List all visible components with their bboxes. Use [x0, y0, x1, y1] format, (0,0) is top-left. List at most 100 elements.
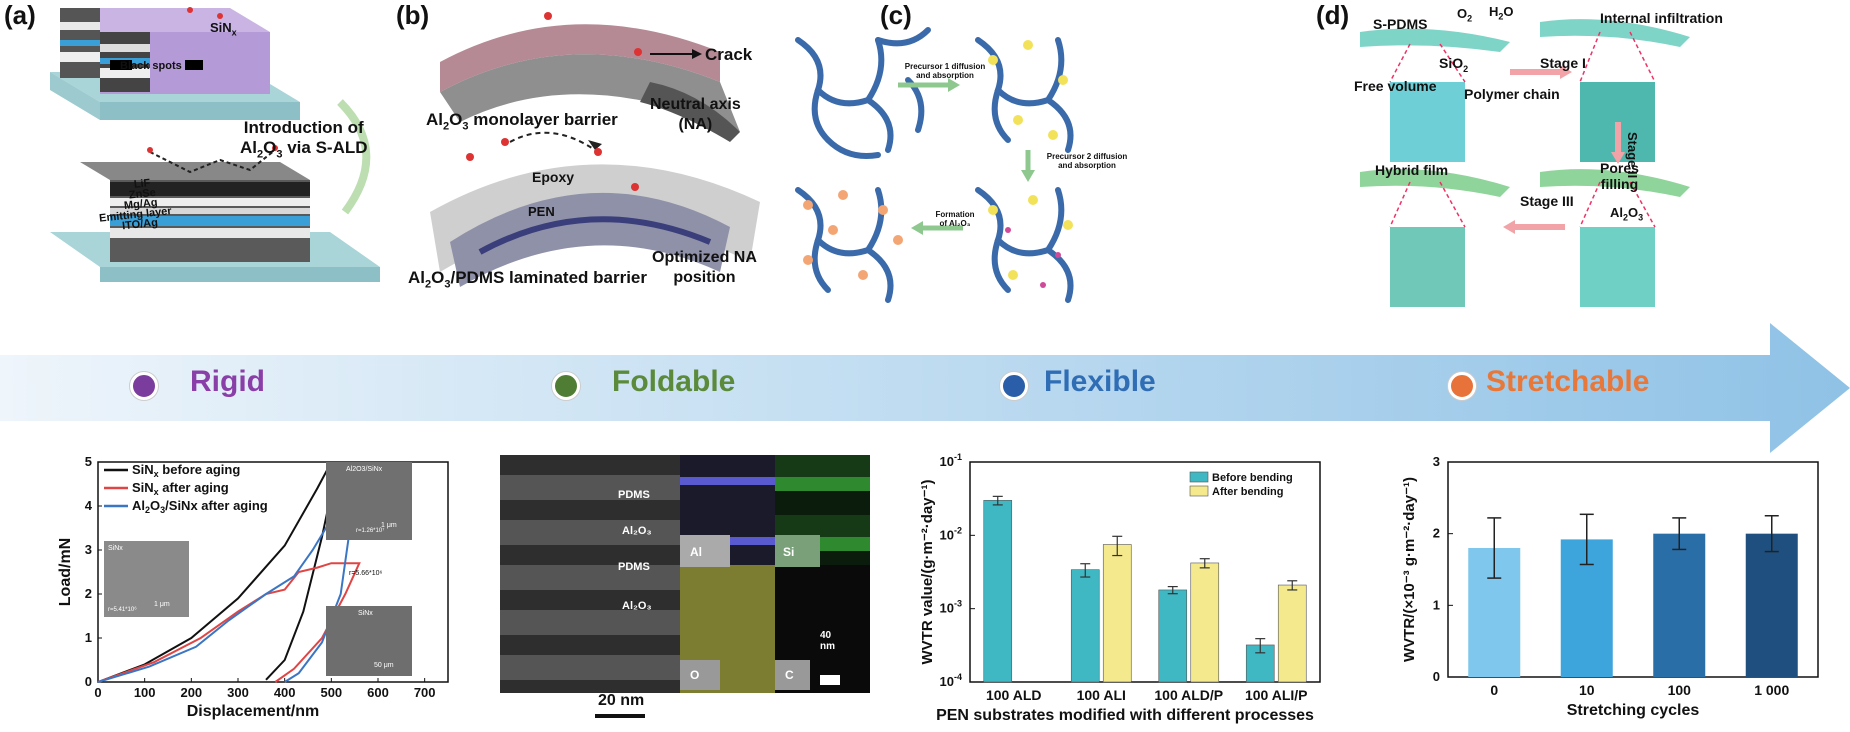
y-tick-label: 10-4 [940, 672, 962, 689]
x-tick-label: 300 [227, 685, 249, 700]
rigid-dot [130, 372, 158, 400]
plot-frame [97, 461, 449, 683]
tem-layer-label: PDMS [618, 561, 650, 573]
sio2-label: SiO2 [1439, 55, 1469, 74]
x-tick-label: 700 [414, 685, 436, 700]
polymer-chain-label: Polymer chain [1464, 86, 1560, 102]
x-tick-label: 100 ALI/P [1245, 687, 1308, 703]
scale-bar-inner [820, 675, 840, 685]
panel-label-a: (a) [4, 0, 36, 30]
element-tile-o: O [680, 660, 720, 690]
inset-al2o3-sinx: Al2O3/SiNx 1 μm r=1.26*10⁷ [326, 462, 412, 540]
x-tick-label: 100 ALI [1077, 687, 1126, 703]
inset-note-3: r=5.66*10⁶ [349, 570, 383, 577]
y-tick-label: 10-1 [940, 452, 962, 469]
y-tick-label: 10-2 [940, 525, 962, 542]
layer-stack-labels: LiF ZnSe Mg/Ag Emitting layer ITO/Ag [96, 176, 174, 233]
stage3-label: Stage III [1520, 193, 1574, 209]
inset-title: Al2O3/SiNx [346, 466, 383, 473]
y-axis-label: WVTR/(×10⁻³ g·m⁻²·day⁻¹) [1401, 477, 1418, 662]
foldable-dot [552, 372, 580, 400]
y-tick-label: 3 [85, 542, 92, 557]
panel-label-b: (b) [396, 0, 430, 30]
category-foldable: Foldable [612, 365, 736, 398]
category-rigid: Rigid [190, 365, 265, 398]
y-axis-label: Load/mN [57, 538, 74, 606]
bar-before-bending [1158, 589, 1188, 683]
x-tick-label: 0 [94, 685, 101, 700]
y-tick-label: 1 [1433, 597, 1440, 612]
panel-a-illustration [50, 7, 380, 282]
crack-label: Crack [705, 45, 753, 64]
x-axis-label: Stretching cycles [1567, 702, 1700, 719]
laminated-label: Al2O3/PDMS laminated barrier [408, 268, 647, 291]
y-tick-label: 0 [85, 674, 92, 689]
bar-after-bending [1190, 562, 1220, 683]
y-tick-label: 5 [85, 454, 92, 469]
panel-d-illustration [1360, 19, 1690, 307]
scale-inner-label: 40 nm [820, 630, 835, 652]
bar-after-bending [1277, 584, 1307, 683]
tem-layer-label: Al₂O₃ [622, 525, 652, 537]
tem-layer-label: Al₂O₃ [622, 600, 652, 612]
y-tick-label: 2 [85, 586, 92, 601]
epoxy-label: Epoxy [532, 169, 575, 185]
pen-label: PEN [528, 204, 555, 219]
element-tile-c: C [775, 660, 810, 690]
category-stretchable: Stretchable [1486, 365, 1650, 398]
bar [1745, 533, 1798, 677]
x-tick-label: 10 [1579, 682, 1595, 698]
legend-label: SiNx before aging [132, 462, 240, 479]
plot-frame [1447, 461, 1819, 678]
x-axis-label: PEN substrates modified with different p… [936, 707, 1314, 724]
plot-frame [969, 461, 1321, 683]
stretchable-dot [1448, 372, 1476, 400]
inset-sinx-1: SiNx 1 μm r=5.41*10⁶ [104, 541, 189, 617]
al2o3-label-d: Al2O3 [1610, 205, 1644, 223]
intro-label: Introduction of Al2O3 via S-ALD [240, 118, 368, 161]
h2o-label: H2O [1489, 4, 1514, 22]
tem-base [500, 455, 680, 693]
legend-swatch [1189, 485, 1209, 497]
timeline-arrow [0, 323, 1850, 453]
stage1-label: Stage I [1540, 55, 1586, 71]
bar-after-bending [1102, 544, 1132, 683]
category-flexible: Flexible [1044, 365, 1156, 398]
neutral-axis-label: Neutral axis(NA) [650, 96, 741, 133]
x-tick-label: 500 [320, 685, 342, 700]
legend-swatch [1189, 471, 1209, 483]
o2-label: O2 [1457, 6, 1473, 24]
black-spots-label: Black spots [120, 60, 182, 72]
inset-title: SiNx [358, 610, 373, 617]
bar-before-bending [1070, 569, 1100, 683]
y-tick-label: 4 [85, 498, 93, 513]
series-line-0 [97, 469, 338, 683]
panel-label-c: (c) [880, 0, 912, 30]
element-tile-si: Si [775, 535, 820, 567]
hybrid-film-label: Hybrid film [1375, 162, 1449, 178]
inset-scale: 1 μm [381, 522, 397, 529]
inset-scale: 50 μm [374, 662, 394, 669]
monolayer-label: Al2O3 monolayer barrier [426, 110, 618, 133]
x-tick-label: 100 [134, 685, 156, 700]
bar-before-bending [983, 500, 1013, 683]
internal-infiltration-label: Internal infiltration [1600, 10, 1723, 26]
inset-note: r=5.41*10⁶ [108, 607, 137, 613]
y-tick-label: 0 [1433, 669, 1440, 684]
y-axis-label: WVTR value/(g·m⁻²·day⁻¹) [919, 479, 936, 664]
legend-label: Al2O3/SiNx after aging [132, 498, 268, 515]
tem-micrograph: PDMS Al₂O₃ PDMS Al₂O₃ Al Si O C 40 nm [500, 455, 870, 693]
panel-c-illustration [795, 27, 1074, 303]
legend-label: SiNx after aging [132, 480, 229, 497]
x-axis-label: Displacement/nm [187, 703, 319, 720]
x-tick-label: 600 [367, 685, 389, 700]
y-tick-label: 3 [1433, 454, 1440, 469]
inset-sinx-2: SiNx 50 μm [326, 606, 412, 676]
free-volume-label: Free volume [1354, 78, 1437, 94]
scale-bar [595, 714, 645, 718]
